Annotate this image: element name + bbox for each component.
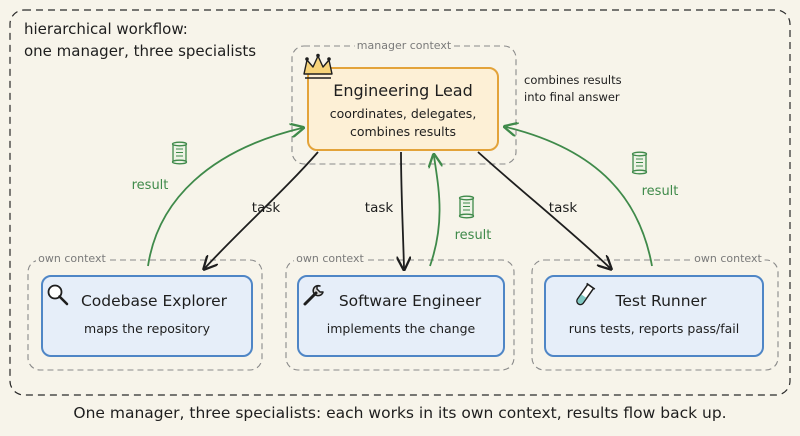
manager-box bbox=[307, 67, 499, 151]
footer-caption: One manager, three specialists: each wor… bbox=[73, 404, 727, 422]
manager-note-line-2: into final answer bbox=[524, 90, 620, 104]
task-label-1: task bbox=[252, 200, 281, 216]
manager-desc-line-1: coordinates, delegates, bbox=[330, 106, 477, 121]
task-arrow-3 bbox=[477, 151, 610, 268]
result-arrow-2 bbox=[430, 156, 440, 267]
worker-context-label-1: own context bbox=[38, 252, 106, 265]
worker-desc-3: runs tests, reports pass/fail bbox=[569, 321, 739, 336]
result-label-1: result bbox=[132, 178, 169, 193]
task-label-2: task bbox=[365, 200, 394, 216]
worker-context-label-2: own context bbox=[296, 252, 364, 265]
worker-box-2 bbox=[297, 275, 505, 357]
result-label-3: result bbox=[642, 184, 679, 199]
scroll-icon-3 bbox=[631, 151, 648, 175]
crown-icon bbox=[303, 53, 333, 79]
manager-note-line-1: combines results bbox=[524, 73, 622, 87]
result-label-2: result bbox=[455, 228, 492, 243]
scroll-icon-2 bbox=[458, 195, 475, 219]
outer-frame bbox=[9, 9, 791, 396]
worker-box-1 bbox=[41, 275, 253, 357]
worker-context-frame-3 bbox=[531, 259, 779, 371]
result-arrow-3 bbox=[506, 127, 653, 267]
worker-desc-2: implements the change bbox=[327, 321, 476, 336]
manager-context-frame bbox=[291, 45, 517, 165]
magnifier-icon bbox=[47, 284, 69, 306]
worker-title-3: Test Runner bbox=[615, 292, 708, 310]
header-line-2: one manager, three specialists bbox=[24, 42, 256, 60]
worker-desc-1: maps the repository bbox=[84, 321, 211, 336]
task-arrow-2 bbox=[401, 151, 404, 268]
scroll-icon-1 bbox=[171, 141, 188, 165]
worker-title-1: Codebase Explorer bbox=[81, 292, 228, 310]
result-arrow-1 bbox=[147, 128, 302, 267]
worker-context-frame-1 bbox=[27, 259, 263, 371]
worker-title-2: Software Engineer bbox=[339, 292, 482, 310]
worker-box-3 bbox=[544, 275, 764, 357]
manager-title: Engineering Lead bbox=[333, 81, 473, 100]
manager-desc-line-2: combines results bbox=[350, 124, 456, 139]
manager-context-label: manager context bbox=[357, 39, 452, 52]
header-line-1: hierarchical workflow: bbox=[24, 20, 188, 38]
task-arrow-1 bbox=[205, 151, 319, 268]
task-label-3: task bbox=[549, 200, 578, 216]
test-tube-icon bbox=[576, 282, 596, 306]
worker-context-label-3: own context bbox=[694, 252, 762, 265]
wrench-icon bbox=[303, 284, 324, 306]
